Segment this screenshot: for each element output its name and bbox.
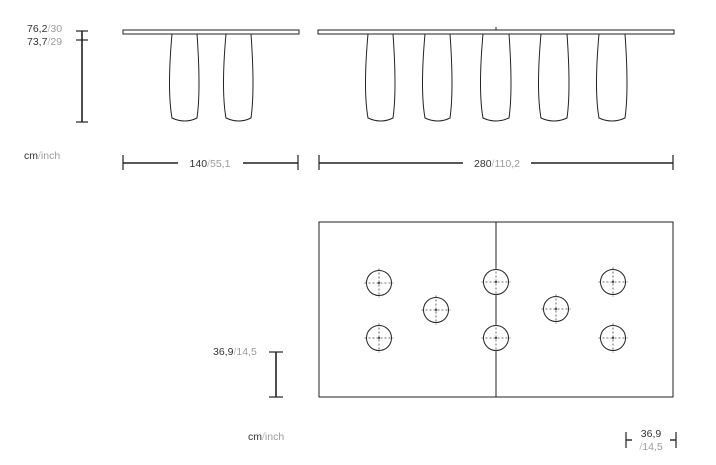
leg-base — [598, 267, 628, 297]
leg-base-group — [364, 267, 628, 353]
leg-base — [481, 267, 511, 297]
unit-label-bottom: cm/inch — [248, 431, 284, 443]
long-table-leg — [365, 33, 396, 122]
base-detail-cm: 36,9 — [641, 428, 662, 440]
long-table-leg — [480, 33, 512, 122]
leg-base — [421, 295, 451, 325]
short-table-top — [122, 29, 300, 35]
long-table-leg — [538, 33, 570, 122]
table-plan-view — [318, 221, 674, 398]
height-label-max: 76,2/30 — [27, 23, 62, 35]
height-dimension: 76,2/30 73,7/29 — [27, 23, 88, 123]
long-table-leg — [596, 33, 628, 122]
leg-base — [364, 268, 394, 298]
length-label-long: 280/110,2 — [474, 158, 520, 170]
length-dimension-long: 280/110,2 — [318, 155, 674, 170]
long-table-leg — [422, 33, 453, 122]
base-diameter-dimension: 36,9/14,5 — [213, 346, 283, 398]
long-table-elevation — [317, 27, 675, 122]
long-table-top — [317, 29, 675, 35]
leg-base — [541, 294, 571, 324]
length-label-short: 140/55,1 — [190, 158, 231, 170]
leg-base — [598, 323, 628, 353]
unit-label-top: cm/inch — [24, 150, 60, 162]
leg-base — [481, 323, 511, 353]
height-label-min: 73,7/29 — [27, 36, 62, 48]
base-detail-inch: /14,5 — [639, 441, 663, 453]
short-table-elevation — [122, 29, 300, 122]
leg-base — [364, 323, 394, 353]
short-table-leg — [169, 33, 200, 122]
length-dimension-short: 140/55,1 — [122, 155, 299, 170]
base-diameter-label: 36,9/14,5 — [213, 346, 257, 358]
base-detail-dimension: 36,9 /14,5 — [625, 428, 677, 453]
short-table-leg — [223, 33, 254, 122]
